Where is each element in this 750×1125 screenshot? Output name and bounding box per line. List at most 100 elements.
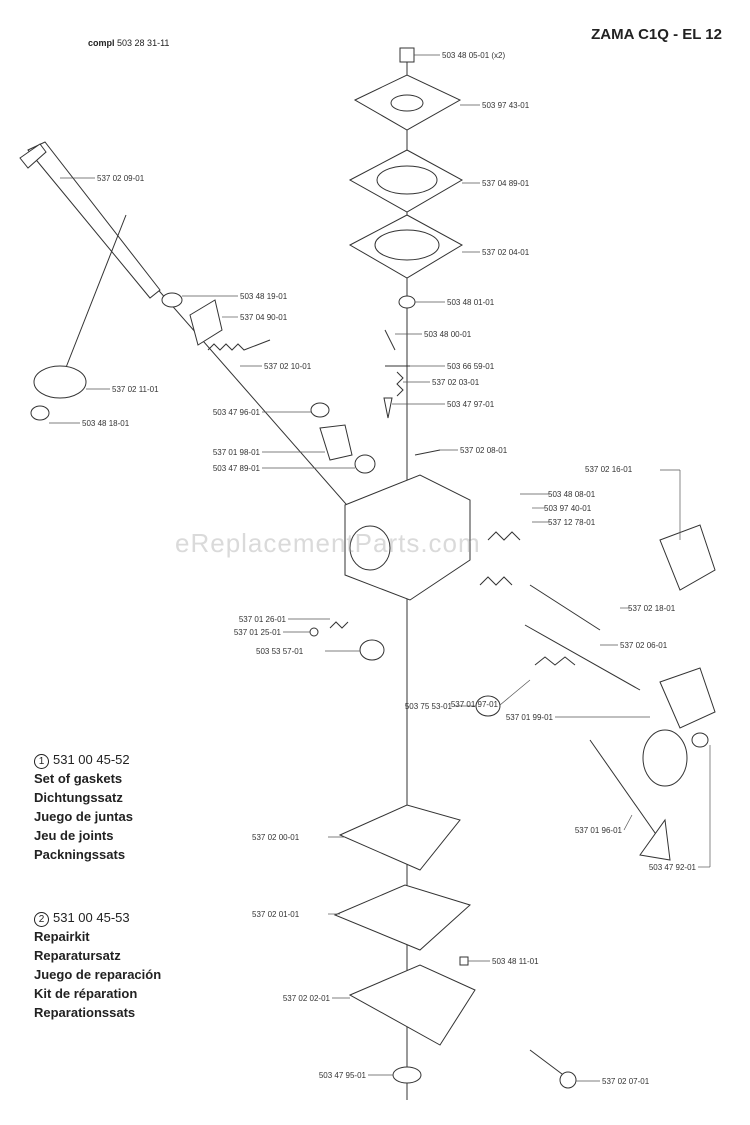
part-label-p36: 503 48 11-01	[492, 957, 539, 966]
small-washer-part	[309, 627, 319, 637]
cover-screw-small-part	[459, 956, 469, 966]
part-label-p15: 537 02 11-01	[112, 385, 159, 394]
part-label-p3: 537 04 89-01	[482, 179, 530, 188]
part-label-p12: 503 48 19-01	[240, 292, 288, 301]
part-label-p16: 503 48 18-01	[82, 419, 130, 428]
bushing-part	[161, 292, 183, 308]
part-labels: 503 48 05-01 (x2) 503 97 43-01 537 04 89-0…	[82, 51, 697, 1086]
limiter-cap-b-part	[659, 667, 716, 729]
part-label-p2: 503 97 43-01	[482, 101, 530, 110]
kit1-line: Jeu de joints	[34, 828, 114, 843]
part-label-p26: 537 01 25-01	[234, 628, 282, 637]
part-label-p32: 537 01 96-01	[575, 826, 623, 835]
part-label-p22: 503 97 40-01	[544, 504, 592, 513]
part-label-p1: 503 48 05-01 (x2)	[442, 51, 505, 60]
lever-arm-part	[189, 299, 223, 346]
kit1-header: 1 531 00 45-52	[34, 750, 133, 769]
metering-diaphragm-part	[333, 884, 471, 951]
leader-p30	[499, 679, 531, 706]
limiter-cap-part	[659, 524, 716, 591]
pump-gasket-center	[374, 229, 440, 261]
part-label-p24: 537 02 18-01	[628, 604, 676, 613]
part-label-p18: 537 01 98-01	[213, 448, 261, 457]
metering-gasket-part	[338, 804, 461, 871]
part-label-p39: 537 02 07-01	[602, 1077, 650, 1086]
choke-detent-part	[691, 732, 709, 748]
part-label-p33: 537 02 00-01	[252, 833, 300, 842]
adjust-needle-a	[529, 584, 601, 631]
complete-part-number: compl 503 28 31-11	[88, 38, 169, 48]
part-label-p37: 537 02 02-01	[283, 994, 331, 1003]
part-label-p8: 537 02 03-01	[432, 378, 480, 387]
throttle-shaft-part	[27, 141, 161, 299]
part-label-p5: 503 48 01-01	[447, 298, 495, 307]
part-label-p10: 537 02 08-01	[460, 446, 508, 455]
kit1-symbol: 1	[34, 754, 49, 769]
kit2-line: Reparationssats	[34, 1005, 136, 1020]
diagram-title: ZAMA C1Q - EL 12	[591, 26, 722, 43]
watermark: eReplacementParts.com	[175, 528, 481, 558]
needle-part	[383, 397, 393, 419]
part-label-p25: 537 01 26-01	[239, 615, 287, 624]
part-label-p28: 537 02 06-01	[620, 641, 668, 650]
compl-label: compl	[88, 38, 115, 48]
part-label-p19: 503 47 89-01	[213, 464, 261, 473]
part-label-p17: 503 47 96-01	[213, 408, 261, 417]
bracket-part	[319, 424, 353, 461]
kit2-symbol: 2	[34, 912, 49, 927]
part-label-p38: 503 47 95-01	[319, 1071, 367, 1080]
pump-diaphragm-part	[348, 149, 464, 213]
kit2-line: Repairkit	[34, 929, 90, 944]
part-label-p21: 503 48 08-01	[548, 490, 596, 499]
bearing-part	[354, 454, 376, 474]
pump-gasket-part	[348, 214, 464, 279]
part-label-p13: 537 04 90-01	[240, 313, 288, 322]
part-label-p7: 503 66 59-01	[447, 362, 495, 371]
pump-cover-part	[353, 74, 462, 131]
adjust-needle-b	[524, 624, 641, 691]
shaft-leader	[64, 214, 127, 371]
kit1-line: Dichtungssatz	[34, 790, 123, 805]
kit1-line: Packningssats	[34, 847, 126, 862]
kit2-line: Juego de reparación	[34, 967, 162, 982]
kit-gaskets-legend: 1 531 00 45-52 Set of gaskets Dichtungssa…	[34, 750, 133, 864]
leader-p32	[623, 814, 633, 831]
choke-shaft-part	[589, 739, 661, 841]
kit1-number: 531 00 45-52	[53, 752, 130, 767]
bottom-screw-part	[392, 1066, 422, 1084]
return-spring-part	[207, 339, 271, 351]
kit2-header: 2 531 00 45-53	[34, 908, 161, 927]
part-label-p6: 503 48 00-01	[424, 330, 472, 339]
part-label-p27: 503 53 57-01	[256, 647, 304, 656]
kit-repair-legend: 2 531 00 45-53 Repairkit Reparatursatz Ju…	[34, 908, 161, 1022]
long-screw-head	[559, 1071, 577, 1089]
kit2-line: Reparatursatz	[34, 948, 121, 963]
choke-lever-part	[639, 818, 671, 861]
part-label-p23: 537 12 78-01	[548, 518, 596, 527]
part-label-p29: 503 75 53-01	[405, 702, 453, 711]
kit1-line: Set of gaskets	[34, 771, 123, 786]
part-label-p30: 537 01 97-01	[451, 700, 499, 709]
venturi-bore	[349, 525, 391, 571]
pump-diaphragm-center	[376, 165, 438, 195]
throttle-plate-part	[33, 365, 87, 399]
screen-part	[398, 295, 416, 309]
washer-part	[310, 402, 330, 418]
screw-part	[30, 405, 50, 421]
choke-plate-part	[642, 729, 688, 787]
pump-cover-hole	[390, 94, 424, 112]
spring-part	[396, 371, 404, 397]
part-label-p4: 537 02 04-01	[482, 248, 530, 257]
needle-spring-a	[487, 531, 521, 541]
kit2-number: 531 00 45-53	[53, 910, 130, 925]
kit2-line: Kit de réparation	[34, 986, 138, 1001]
kit1-line: Juego de juntas	[34, 809, 133, 824]
part-label-p34: 503 47 92-01	[649, 863, 697, 872]
part-label-p9: 503 47 97-01	[447, 400, 495, 409]
part-label-p11: 537 02 09-01	[97, 174, 145, 183]
idle-spring-part	[329, 621, 349, 629]
part-label-p20: 537 02 16-01	[585, 465, 633, 474]
metering-cover-part	[348, 964, 476, 1046]
compl-number: 503 28 31-11	[117, 38, 170, 48]
